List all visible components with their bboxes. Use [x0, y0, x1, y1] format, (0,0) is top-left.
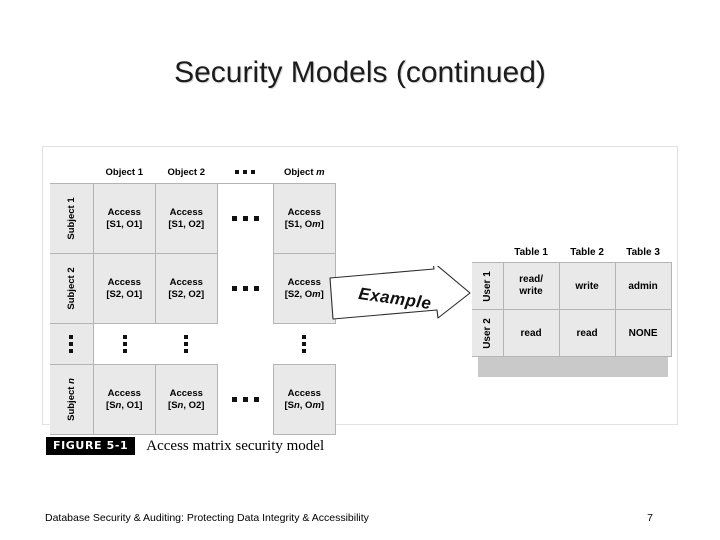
- matrix-cell-ellipsis-gap: [217, 323, 274, 365]
- matrix-cell-s1-om: Access[S1, Om]: [272, 183, 336, 254]
- matrix-col-header-ellipsis: [217, 161, 274, 184]
- example-row-user-2: User 2 read read NONE: [472, 309, 672, 357]
- matrix-row-header-subject-1: Subject 1: [50, 183, 94, 254]
- example-arrow: Example: [326, 266, 474, 324]
- access-matrix: Object 1 Object 2 Object m Subject 1 Acc…: [50, 161, 336, 435]
- vertical-ellipsis-icon: [50, 335, 93, 353]
- matrix-cell-ellipsis-o1: [93, 323, 156, 365]
- example-col-header-table-3: Table 3: [615, 242, 672, 263]
- example-matrix-table: Table 1 Table 2 Table 3 User 1 read/writ…: [472, 242, 672, 357]
- footer-text: Database Security & Auditing: Protecting…: [45, 512, 369, 524]
- matrix-row-header-ellipsis: [50, 323, 94, 365]
- matrix-cell-ellipsis-om: [273, 323, 336, 365]
- matrix-cell-s1-ellipsis: [217, 183, 274, 254]
- example-col-header-table-2: Table 2: [559, 242, 616, 263]
- block-arrow-icon: [329, 266, 471, 320]
- matrix-row-ellipsis: [50, 323, 336, 365]
- matrix-cell-s2-om: Access[S2, Om]: [272, 253, 336, 324]
- example-cell-u1-t1: read/write: [502, 262, 560, 310]
- matrix-cell-s1-o2: Access[S1, O2]: [154, 183, 218, 254]
- vertical-ellipsis-icon: [94, 335, 156, 353]
- example-row-header-user-1: User 1: [472, 262, 504, 310]
- figure-number-badge: FIGURE 5-1: [46, 437, 136, 455]
- matrix-corner-cell: [50, 161, 94, 184]
- example-cell-u2-t3: NONE: [614, 309, 672, 357]
- footer-page-number: 7: [647, 512, 653, 524]
- matrix-col-header-object-2: Object 2: [155, 161, 218, 184]
- matrix-row-subject-2: Subject 2 Access[S2, O1] Access[S2, O2] …: [50, 253, 336, 324]
- example-cell-u2-t1: read: [502, 309, 560, 357]
- horizontal-ellipsis-icon: [233, 167, 257, 178]
- figure-caption-text: Access matrix security model: [146, 437, 325, 454]
- page-title: Security Models (continued): [174, 56, 546, 89]
- matrix-cell-s1-o1: Access[S1, O1]: [92, 183, 156, 254]
- matrix-cell-sn-om: Access[Sn, Om]: [272, 364, 336, 435]
- figure-caption: FIGURE 5-1 Access matrix security model: [46, 437, 324, 455]
- matrix-row-subject-1: Subject 1 Access[S1, O1] Access[S1, O2] …: [50, 183, 336, 254]
- matrix-cell-ellipsis-o2: [155, 323, 218, 365]
- vertical-ellipsis-icon: [273, 335, 335, 353]
- matrix-cell-sn-ellipsis: [217, 364, 274, 435]
- matrix-col-header-object-m: Object m: [273, 161, 336, 184]
- matrix-header-row: Object 1 Object 2 Object m: [50, 161, 336, 184]
- example-cell-u1-t2: write: [558, 262, 616, 310]
- matrix-row-subject-n: Subject n Access[Sn, O1] Access[Sn, O2] …: [50, 364, 336, 435]
- example-row-header-user-2: User 2: [472, 309, 504, 357]
- horizontal-ellipsis-icon: [229, 213, 262, 224]
- example-cell-u1-t3: admin: [614, 262, 672, 310]
- matrix-cell-s2-o1: Access[S2, O1]: [92, 253, 156, 324]
- example-row-user-1: User 1 read/write write admin: [472, 262, 672, 310]
- matrix-row-header-subject-n: Subject n: [50, 364, 94, 435]
- access-matrix-table: Object 1 Object 2 Object m Subject 1 Acc…: [50, 161, 336, 435]
- example-header-row: Table 1 Table 2 Table 3: [472, 242, 672, 263]
- matrix-cell-s2-o2: Access[S2, O2]: [154, 253, 218, 324]
- example-corner-cell: [472, 242, 504, 263]
- horizontal-ellipsis-icon: [229, 283, 262, 294]
- matrix-cell-sn-o1: Access[Sn, O1]: [92, 364, 156, 435]
- vertical-ellipsis-icon: [155, 335, 217, 353]
- matrix-col-header-object-1: Object 1: [93, 161, 156, 184]
- matrix-cell-s2-ellipsis: [217, 253, 274, 324]
- matrix-row-header-subject-2: Subject 2: [50, 253, 94, 324]
- example-cell-u2-t2: read: [558, 309, 616, 357]
- example-col-header-table-1: Table 1: [503, 242, 560, 263]
- matrix-cell-sn-o2: Access[Sn, O2]: [154, 364, 218, 435]
- horizontal-ellipsis-icon: [229, 394, 262, 405]
